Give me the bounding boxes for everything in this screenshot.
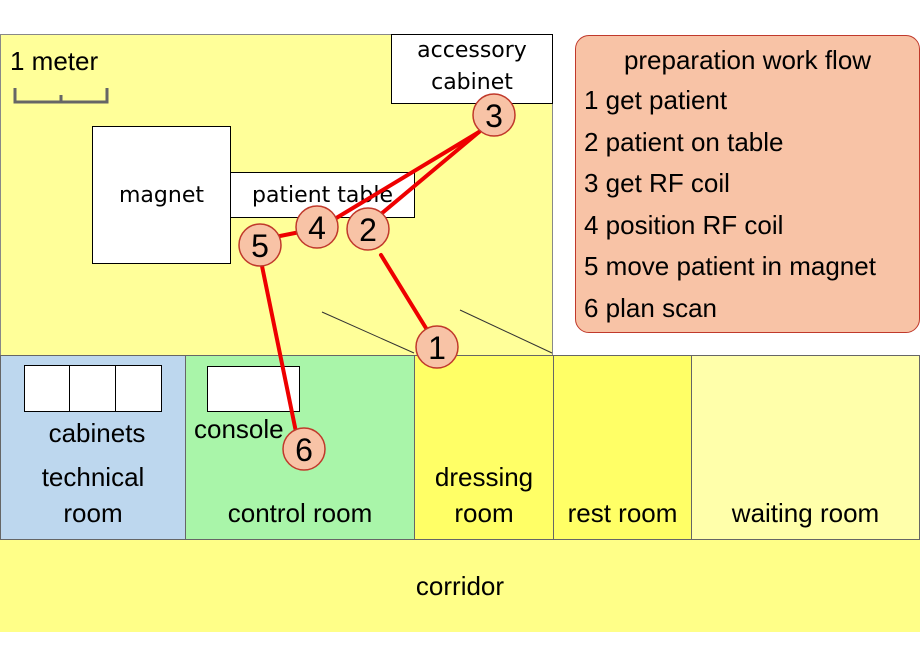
cabinet-box — [69, 365, 116, 412]
patient-table: patient table — [230, 172, 415, 218]
scale-bar-label: 1 meter — [10, 46, 99, 76]
accessory-cabinet: accessory cabinet — [391, 34, 553, 104]
cabinet-box — [115, 365, 162, 412]
workflow-step: 2 patient on table — [584, 126, 784, 157]
workflow-step: 3 get RF coil — [584, 168, 730, 199]
scale-bar: 1 meter — [10, 44, 120, 104]
magnet-label: magnet — [119, 182, 204, 208]
waiting-room-label: waiting room — [731, 498, 880, 528]
rest-room-label: rest room — [567, 498, 678, 528]
corridor-label: corridor — [415, 570, 505, 601]
cabinets-label: cabinets — [48, 418, 146, 448]
workflow-legend: preparation work flow 1 get patient 2 pa… — [575, 35, 920, 333]
waiting-room: waiting room — [691, 355, 920, 540]
cabinet-box — [24, 365, 70, 412]
cabinet-boxes — [24, 365, 162, 412]
technical-room-label: technical room — [41, 462, 145, 528]
corridor: corridor — [0, 540, 920, 632]
patient-table-label: patient table — [251, 182, 393, 208]
rest-room: rest room — [553, 355, 692, 540]
dressing-room-label: dressing room — [434, 462, 534, 528]
workflow-title: preparation work flow — [623, 45, 872, 75]
magnet: magnet — [92, 126, 231, 264]
console-label: console — [194, 414, 284, 444]
workflow-step: 6 plan scan — [584, 292, 717, 323]
dressing-room: dressing room — [414, 355, 554, 540]
workflow-step: 1 get patient — [584, 85, 728, 115]
console — [207, 366, 300, 412]
accessory-cabinet-label: accessory cabinet — [417, 38, 527, 95]
workflow-step: 4 position RF coil — [584, 209, 784, 240]
scale-bar-ruler — [13, 88, 109, 104]
control-room-label: control room — [227, 498, 373, 528]
workflow-step: 5 move patient in magnet — [584, 251, 876, 282]
